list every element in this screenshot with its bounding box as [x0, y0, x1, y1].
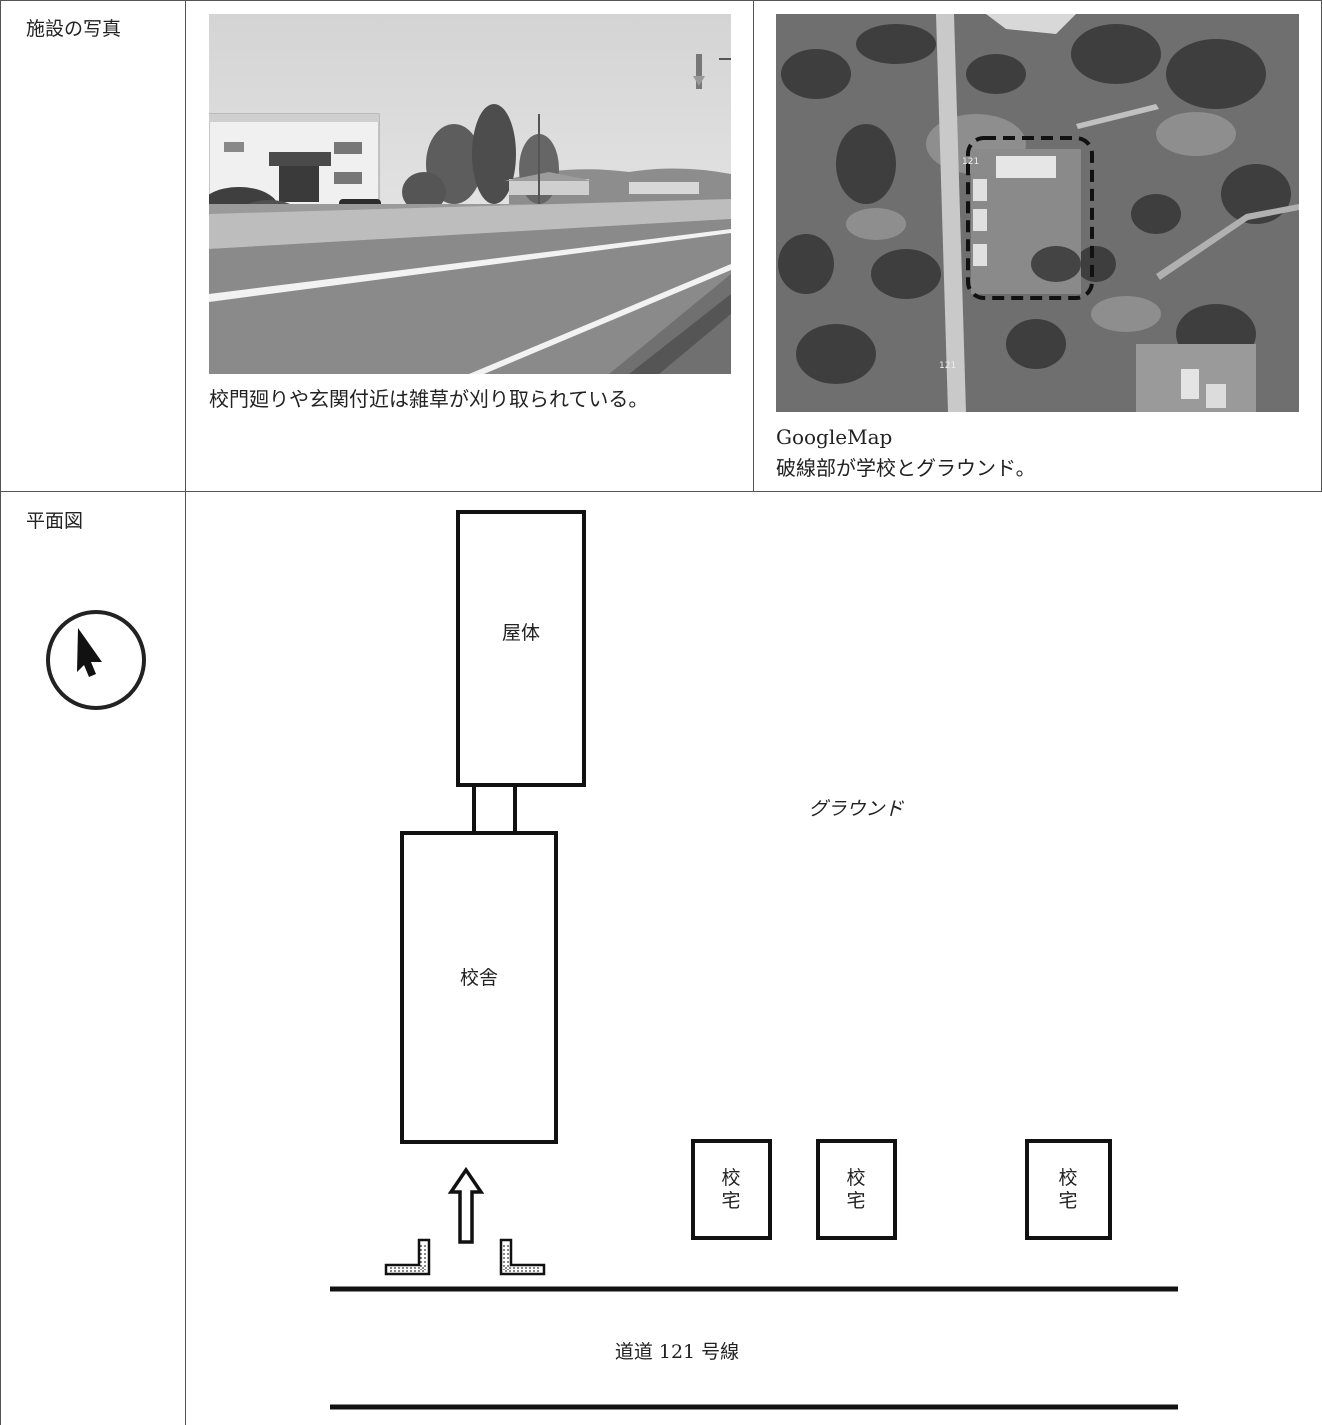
facility-photo-caption: 校門廻りや玄関付近は雑草が刈り取られている。 [209, 387, 649, 411]
teacher-house-1-label: 宅 [721, 1190, 740, 1212]
teacher-house-1 [691, 1139, 772, 1240]
row-label-photos: 施設の写真 [26, 18, 122, 40]
school-building-label: 校舎 [460, 967, 498, 989]
entrance-arrow-icon [447, 1166, 485, 1244]
teacher-house-2-label: 校 [846, 1167, 865, 1189]
aerial-map-image: 121 121 [776, 14, 1299, 412]
teacher-house-1-label: 校 [721, 1167, 740, 1189]
teacher-house-3 [1025, 1139, 1112, 1240]
table-border-top [0, 0, 1322, 1]
teacher-house-2 [816, 1139, 897, 1240]
route-number-label: 121 [939, 361, 956, 371]
route-number-label: 121 [962, 157, 979, 167]
school-building [400, 831, 558, 1144]
gym-label: 屋体 [502, 622, 540, 644]
table-border-left [0, 0, 1, 1425]
road-label: 道道 121 号線 [615, 1341, 739, 1363]
table-row-divider [0, 491, 1322, 492]
table-column-divider [185, 0, 186, 1425]
facility-photo [209, 14, 731, 374]
row-label-plan: 平面図 [26, 510, 84, 532]
teacher-house-2-label: 宅 [846, 1190, 865, 1212]
photo-cell-divider [753, 0, 754, 491]
north-arrow-icon [46, 610, 146, 710]
map-caption-line1: GoogleMap [776, 425, 893, 449]
gym-building [456, 510, 586, 787]
gate-post-icon [384, 1238, 431, 1276]
map-caption-line2: 破線部が学校とグラウンド。 [776, 456, 1036, 480]
gate-post-icon [499, 1238, 546, 1276]
ground-label: グラウンド [808, 798, 904, 820]
teacher-house-3-label: 宅 [1058, 1190, 1077, 1212]
teacher-house-3-label: 校 [1058, 1167, 1077, 1189]
